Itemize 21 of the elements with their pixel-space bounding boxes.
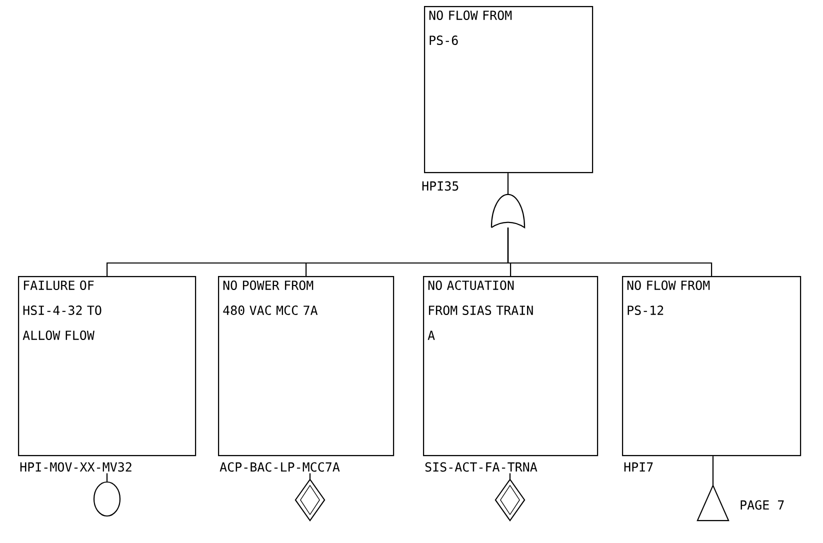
event-box: NO POWER FROM 480 VAC MCC 7A bbox=[218, 276, 394, 456]
undeveloped-event-diamond bbox=[294, 478, 326, 522]
event-box: NO FLOW FROM PS-12 bbox=[622, 276, 802, 456]
undeveloped-event-diamond bbox=[494, 478, 526, 522]
connector-line bbox=[509, 473, 511, 480]
event-box: FAILURE OF HSI-4-32 TO ALLOW FLOW bbox=[18, 276, 196, 456]
event-id: HPI7 bbox=[624, 462, 653, 472]
connector-line bbox=[507, 228, 712, 276]
event-id: ACP-BAC-LP-MCC7A bbox=[220, 462, 340, 472]
event-id: HPI-MOV-XX-MV32 bbox=[20, 462, 132, 472]
basic-event-oval bbox=[93, 481, 121, 517]
event-id: PAGE 7 bbox=[740, 500, 784, 510]
event-id: SIS-ACT-FA-TRNA bbox=[425, 462, 538, 472]
connector-line bbox=[507, 173, 509, 194]
connector-line bbox=[712, 456, 714, 486]
event-box: NO FLOW FROM PS-6 bbox=[424, 6, 594, 174]
event-box: NO ACTUATION FROM SIAS TRAIN A bbox=[423, 276, 598, 456]
or-gate bbox=[490, 194, 526, 228]
connector-line bbox=[309, 473, 311, 480]
connector-line bbox=[106, 473, 108, 482]
event-id: HPI35 bbox=[422, 181, 458, 191]
